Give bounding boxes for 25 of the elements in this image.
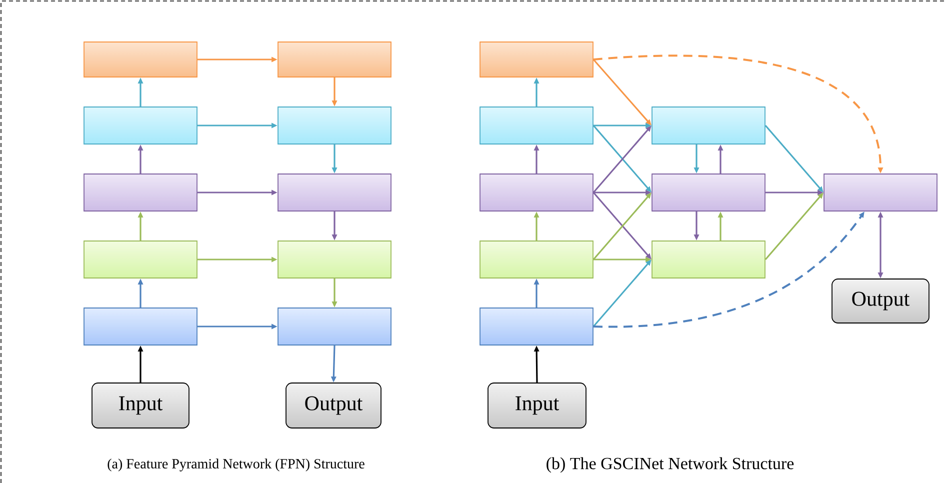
feature-box	[824, 174, 938, 212]
feature-box	[84, 42, 198, 78]
feature-box	[278, 240, 392, 278]
feature-box	[480, 240, 594, 278]
terminal-box: Input	[92, 382, 190, 428]
feature-box	[278, 42, 392, 78]
feature-box	[84, 240, 198, 278]
terminal-box: Input	[488, 382, 586, 428]
feature-box	[652, 174, 766, 212]
feature-box	[278, 106, 392, 144]
feature-box	[480, 308, 594, 346]
feature-box	[652, 240, 766, 278]
terminal-box: Output	[286, 382, 382, 428]
feature-box	[84, 308, 198, 346]
caption: (a) Feature Pyramid Network (FPN) Structure	[108, 458, 364, 472]
feature-box	[480, 106, 594, 144]
feature-box	[278, 308, 392, 346]
caption: (b) The GSCINet Network Structure	[546, 457, 794, 473]
feature-box	[480, 42, 594, 78]
feature-box	[84, 174, 198, 212]
feature-box	[84, 106, 198, 144]
terminal-box: Output	[832, 278, 930, 324]
feature-box	[652, 106, 766, 144]
feature-box	[278, 174, 392, 212]
feature-box	[480, 174, 594, 212]
